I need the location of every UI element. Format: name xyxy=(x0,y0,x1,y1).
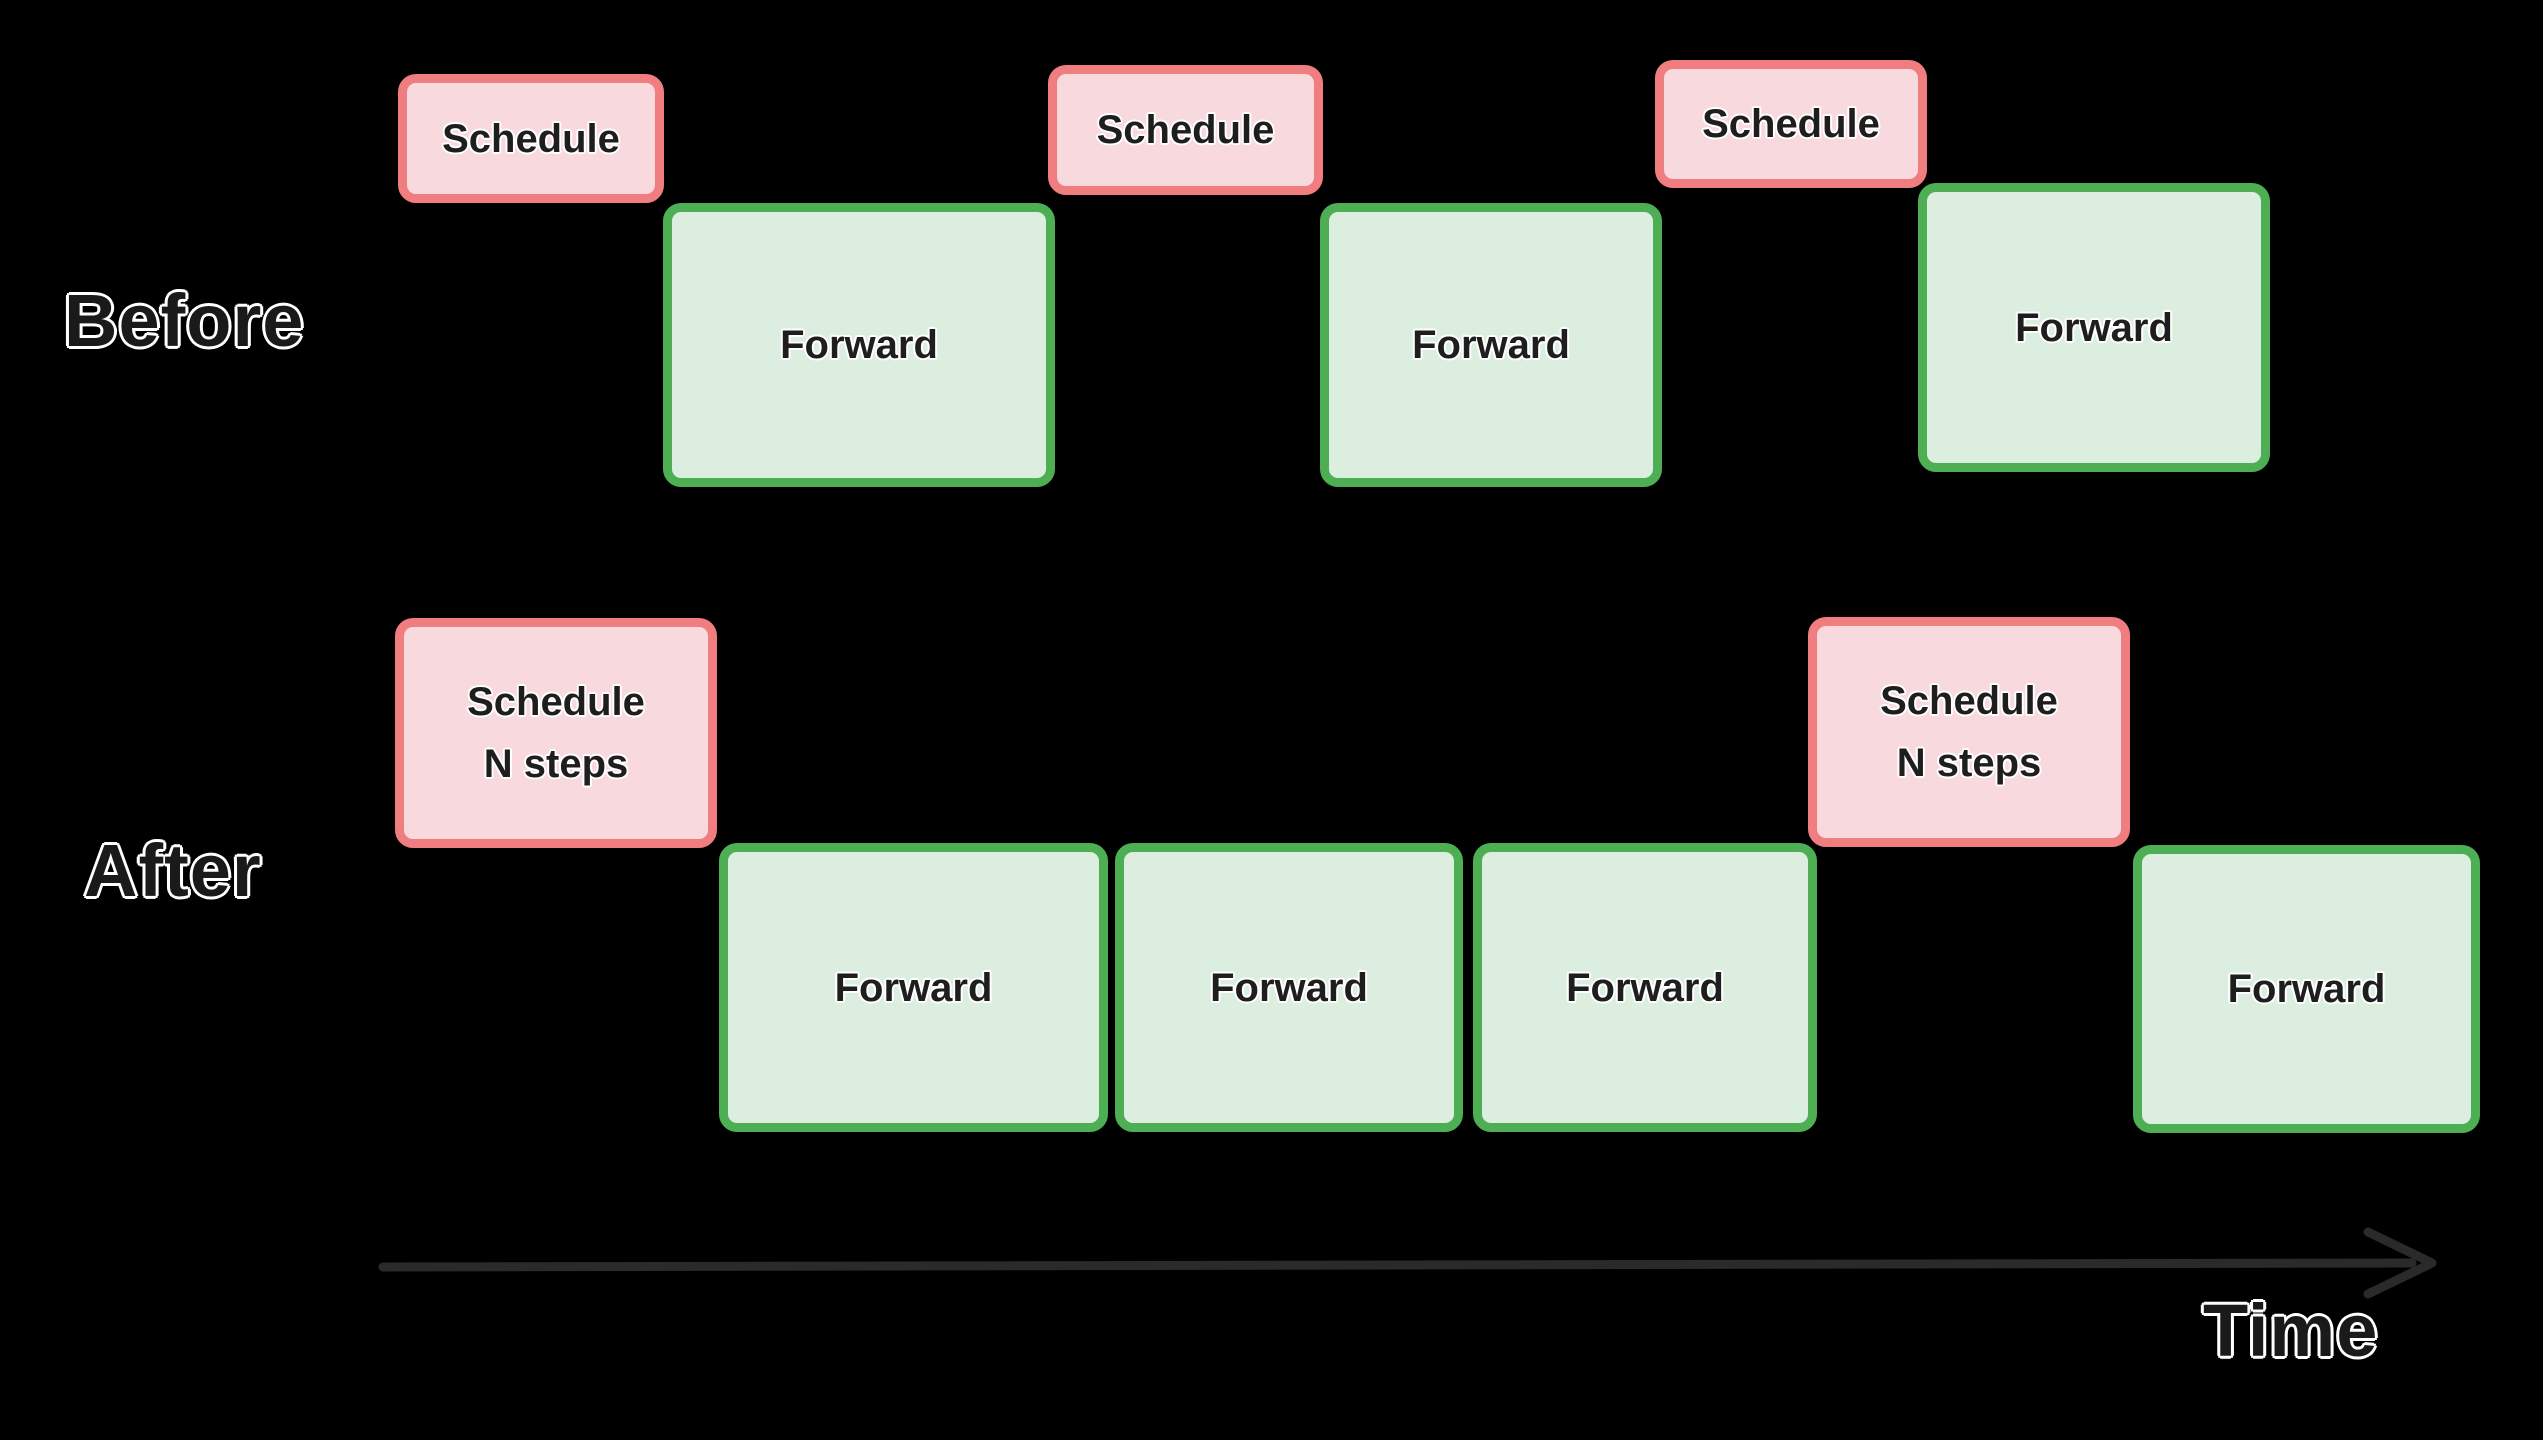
forward-box: Forward xyxy=(719,843,1108,1132)
schedule-box-label: Schedule xyxy=(1096,108,1275,152)
forward-box: Forward xyxy=(2133,845,2480,1133)
schedule-box-label: Schedule xyxy=(1702,102,1880,146)
time-axis-label: Time xyxy=(2203,1289,2379,1372)
forward-box: Forward xyxy=(1115,843,1463,1132)
time-arrow-line xyxy=(378,1258,2417,1272)
forward-box: Forward xyxy=(1918,183,2270,472)
schedule-box-label-line1: Schedule xyxy=(1880,679,2058,723)
schedule-box: Schedule xyxy=(1048,65,1323,195)
forward-box-label: Forward xyxy=(1566,965,1724,1010)
forward-box-label: Forward xyxy=(780,323,938,367)
forward-box-label: Forward xyxy=(2015,305,2173,350)
time-arrow-head xyxy=(2363,1227,2437,1299)
schedule-n-steps-box: Schedule N steps xyxy=(1808,617,2130,847)
forward-box: Forward xyxy=(1473,843,1817,1132)
after-row-label: After xyxy=(84,829,262,912)
schedule-box-label: Schedule xyxy=(442,116,620,161)
schedule-box: Schedule xyxy=(398,74,664,203)
forward-box-label: Forward xyxy=(2227,967,2386,1011)
schedule-box-label-line2: N steps xyxy=(483,742,629,786)
schedule-n-steps-box: Schedule N steps xyxy=(395,618,717,848)
schedule-box: Schedule xyxy=(1655,60,1927,188)
forward-box-label: Forward xyxy=(834,965,993,1010)
forward-box: Forward xyxy=(663,203,1055,487)
forward-box-label: Forward xyxy=(1412,323,1570,367)
forward-box: Forward xyxy=(1320,203,1662,487)
before-row-label: Before xyxy=(64,279,305,362)
schedule-box-label-line2: N steps xyxy=(1896,741,2042,785)
schedule-box-label-line1: Schedule xyxy=(467,680,645,724)
forward-box-label: Forward xyxy=(1210,965,1368,1010)
